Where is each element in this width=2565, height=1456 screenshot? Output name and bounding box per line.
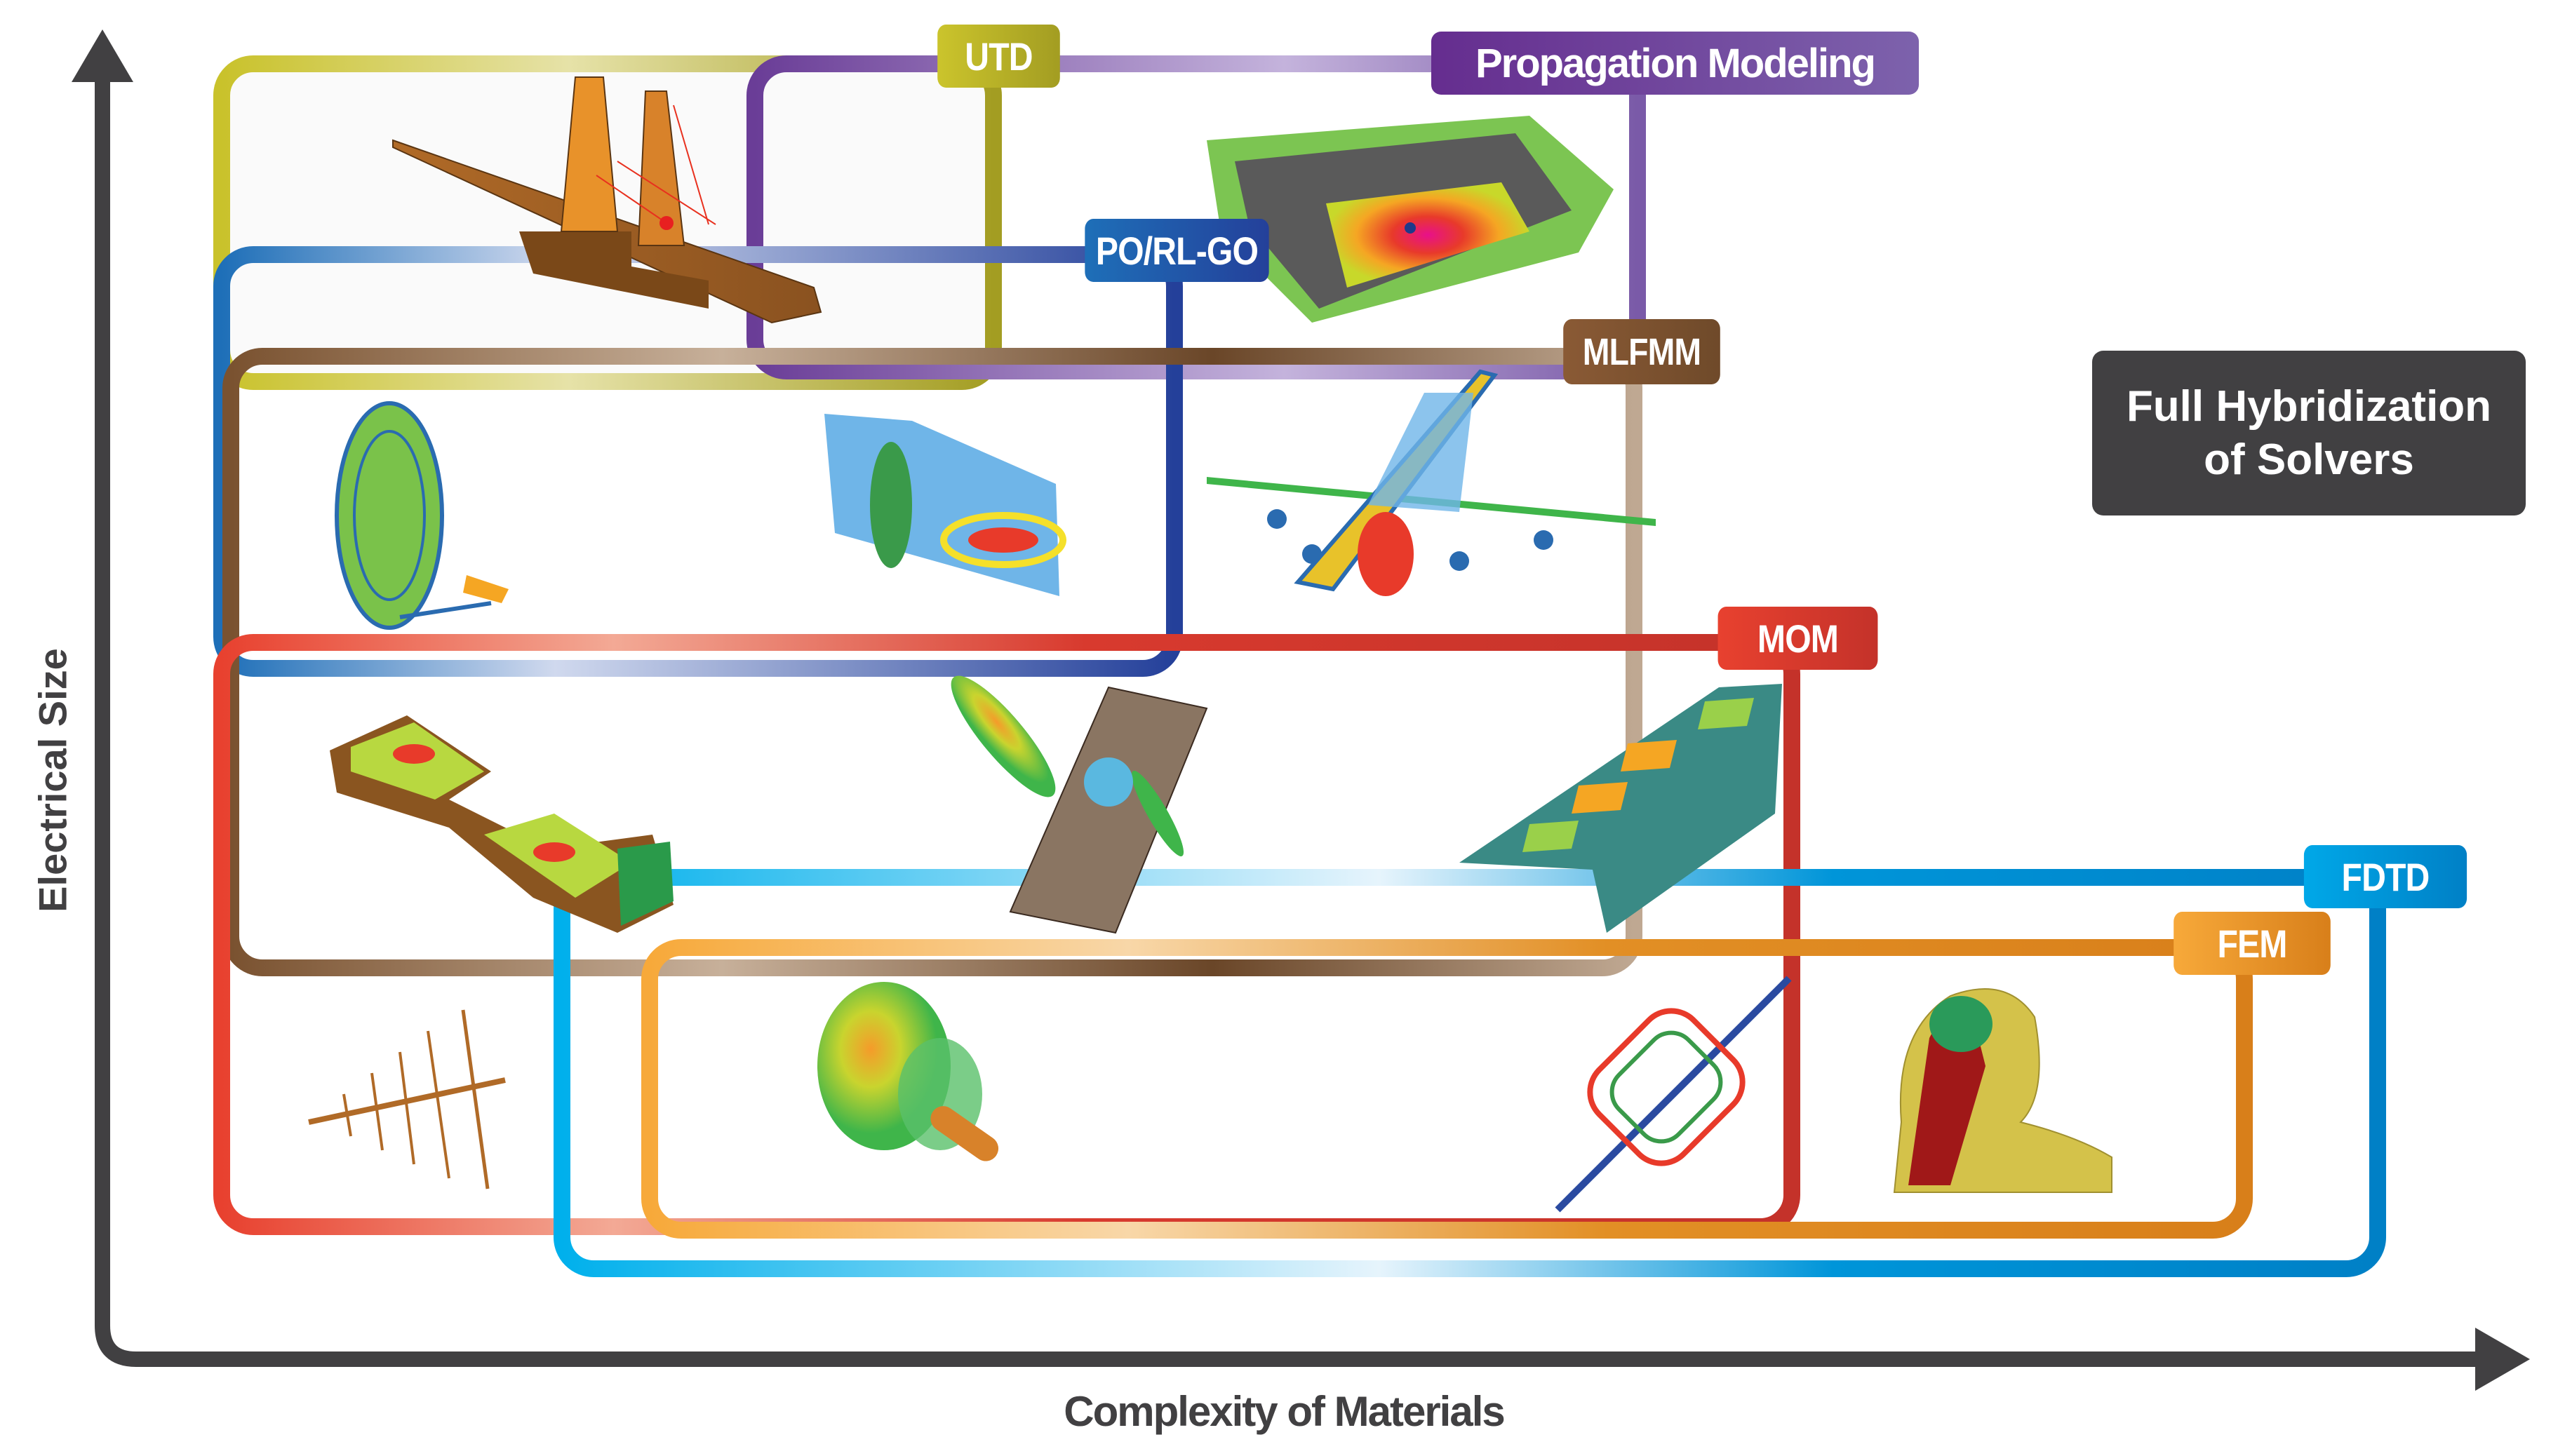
reflector-antenna [335, 401, 509, 630]
po-rl-go-label: PO/RL-GO [1085, 219, 1269, 282]
radiation-pattern-3d [817, 982, 999, 1161]
aircraft-model [1207, 369, 1656, 596]
utd-label: UTD [937, 25, 1060, 88]
wing-antenna-model [1459, 684, 1782, 933]
mlfmm-label: MLFMM [1563, 319, 1720, 384]
urban-propagation-model [1207, 116, 1614, 323]
callout-line-2: of Solvers [2204, 435, 2414, 484]
propagation-modeling-label: Propagation Modeling [1431, 32, 1919, 95]
log-periodic-antenna [308, 1009, 506, 1189]
y-axis-label: Electrical Size [30, 648, 75, 912]
array-radiation-pattern [951, 675, 1208, 934]
fdtd-box [554, 869, 2386, 1277]
fem-box [641, 939, 2253, 1239]
cavity-field-model [330, 715, 674, 933]
propagation-box [746, 55, 1646, 379]
full-hybridization-callout: Full Hybridization of Solvers [2092, 351, 2526, 515]
callout-line-1: Full Hybridization [2126, 382, 2492, 431]
fdtd-label: FDTD [2303, 845, 2467, 908]
rfid-coil [1555, 976, 1792, 1213]
ship-model [392, 76, 822, 324]
y-axis-arrow-icon [72, 29, 133, 82]
x-axis-arrow-icon [2475, 1328, 2530, 1391]
y-axis [95, 81, 2477, 1367]
horn-field-plot [824, 414, 1066, 596]
mom-label: MOM [1717, 607, 1878, 670]
fem-label: FEM [2174, 912, 2331, 975]
x-axis-label: Complexity of Materials [1064, 1388, 1506, 1435]
utd-box [213, 55, 1002, 390]
human-head-model [1893, 988, 2112, 1193]
